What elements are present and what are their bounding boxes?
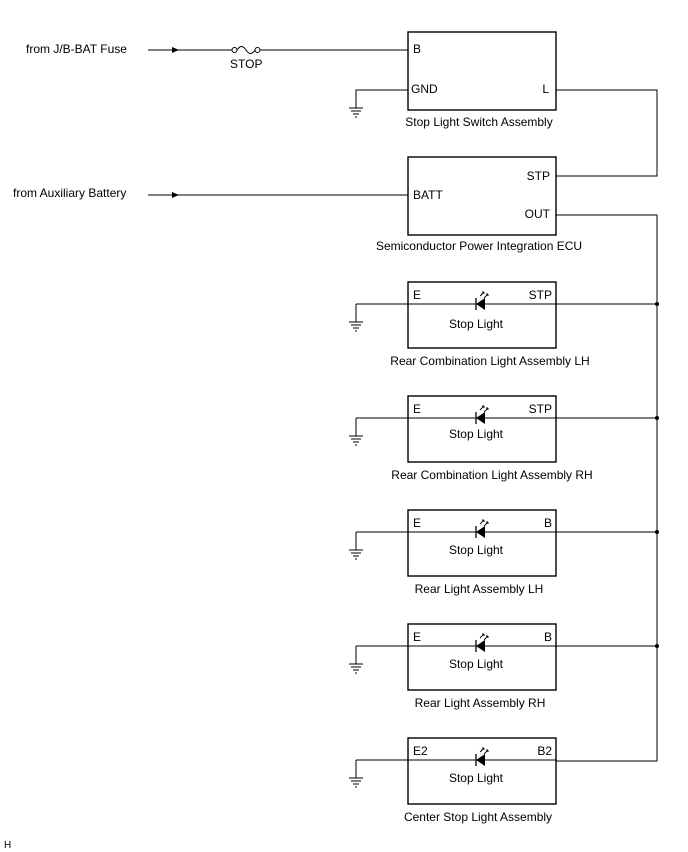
lamp-inner-label: Stop Light xyxy=(449,657,504,671)
lamp-left-pin: E xyxy=(413,402,421,416)
ground-icon xyxy=(348,655,364,674)
lamp-name: Rear Light Assembly LH xyxy=(415,582,544,596)
fuse-label: STOP xyxy=(230,57,262,71)
lamp-right-pin: STP xyxy=(529,402,552,416)
source-label-aux-battery: from Auxiliary Battery xyxy=(13,186,126,200)
lamp-left-pin: E xyxy=(413,516,421,530)
fuse-symbol-icon xyxy=(231,46,261,54)
ground-icon xyxy=(348,99,364,118)
lamp-rear-light-rh: E B Stop Light Rear Light Assembly RH xyxy=(348,623,659,710)
lamp-box xyxy=(407,737,557,805)
lamp-rear-combination-lh: E STP Stop Light Rear Combination Light … xyxy=(348,281,659,368)
led-icon xyxy=(475,633,489,652)
lamp-box xyxy=(407,509,557,577)
lamp-center-stop: E2 B2 Stop Light Center Stop Light Assem… xyxy=(348,737,557,824)
lamp-name: Rear Light Assembly RH xyxy=(415,696,546,710)
ecu-box xyxy=(407,156,557,236)
junction-dot xyxy=(655,644,659,648)
stop-light-switch-box xyxy=(407,31,557,111)
switch-pin-gnd: GND xyxy=(411,82,438,96)
lamp-box xyxy=(407,395,557,463)
switch-name: Stop Light Switch Assembly xyxy=(405,115,552,129)
junction-dot xyxy=(655,530,659,534)
lamp-left-pin: E xyxy=(413,288,421,302)
switch-pin-l: L xyxy=(542,82,549,96)
ecu-pin-out: OUT xyxy=(525,207,551,221)
led-icon xyxy=(475,291,489,310)
junction-dot xyxy=(655,416,659,420)
led-icon xyxy=(475,519,489,538)
lamp-inner-label: Stop Light xyxy=(449,317,504,331)
lamp-box xyxy=(407,281,557,349)
ground-icon xyxy=(348,427,364,446)
lamp-left-pin: E2 xyxy=(413,744,428,758)
source-label-jb-bat: from J/B-BAT Fuse xyxy=(26,42,127,56)
led-icon xyxy=(475,747,489,766)
lamp-right-pin: B xyxy=(544,516,552,530)
lamp-box xyxy=(407,623,557,691)
lamp-name: Center Stop Light Assembly xyxy=(404,810,552,824)
ground-icon xyxy=(348,769,364,788)
lamp-right-pin: STP xyxy=(529,288,552,302)
ground-icon xyxy=(348,541,364,560)
lamp-inner-label: Stop Light xyxy=(449,427,504,441)
ecu-name: Semiconductor Power Integration ECU xyxy=(376,239,582,253)
switch-pin-b: B xyxy=(413,42,421,56)
lamp-inner-label: Stop Light xyxy=(449,543,504,557)
wire-switch-l-to-ecu-stp xyxy=(556,89,658,177)
arrow-jb-bat-icon xyxy=(172,47,179,53)
lamp-inner-label: Stop Light xyxy=(449,771,504,785)
lamp-left-pin: E xyxy=(413,630,421,644)
lamp-right-pin: B xyxy=(544,630,552,644)
wire-ecu-out-bus xyxy=(556,214,658,762)
lamp-rear-light-lh: E B Stop Light Rear Light Assembly LH xyxy=(348,509,659,596)
ecu-pin-stp: STP xyxy=(527,169,550,183)
arrow-aux-battery-icon xyxy=(172,192,179,198)
ground-icon xyxy=(348,313,364,332)
footer-code: H xyxy=(4,840,11,851)
lamp-name: Rear Combination Light Assembly LH xyxy=(390,354,589,368)
wire-switch-ground xyxy=(355,89,408,100)
lamp-right-pin: B2 xyxy=(537,744,552,758)
junction-dot xyxy=(655,302,659,306)
lamp-rear-combination-rh: E STP Stop Light Rear Combination Light … xyxy=(348,395,659,482)
lamp-name: Rear Combination Light Assembly RH xyxy=(391,468,592,482)
ecu-pin-batt: BATT xyxy=(413,188,443,202)
led-icon xyxy=(475,405,489,424)
